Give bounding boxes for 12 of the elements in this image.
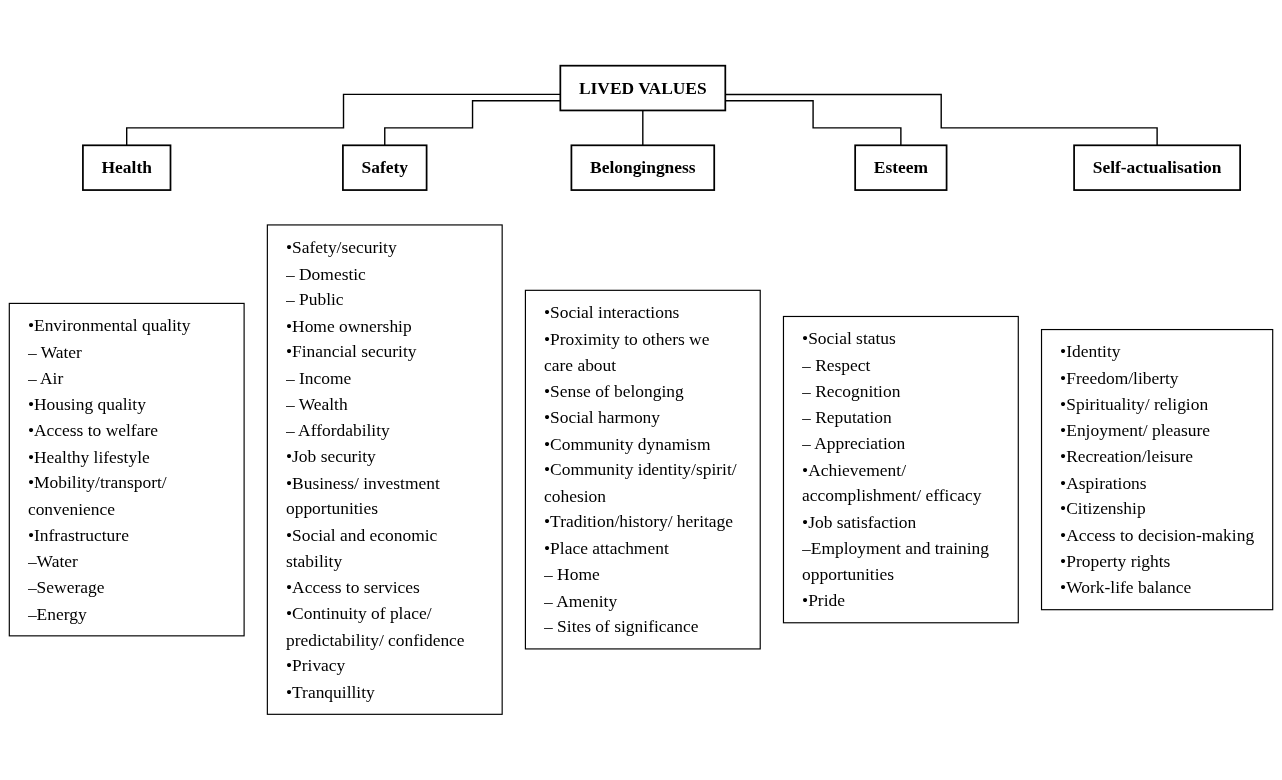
node-box: LIVED VALUES: [559, 64, 727, 112]
node-box: •Social interactions •Proximity to others we care about •Sense of belonging •Social harmony •Community dynamism •Community identity/spirit/ cohesion •Tradition/history/ heritage •Place attachment – Home – Amenity – Sites of significance: [524, 289, 761, 650]
node-box: •Identity •Freedom/liberty •Spirituality/ religion •Enjoyment/ pleasure •Recreation/leisure •Aspirations •Citizenship •Access to decision-making •Property rights •Work-life balance: [1040, 328, 1274, 611]
node-box: •Safety/security – Domestic – Public •Home ownership •Financial security – Income – Wealth – Affordability •Job security •Business/ investment opportunities •Social and economic stability •Access to services •Continuity of place/ predictability/ confidence •Privacy •Tranquillity: [266, 224, 503, 715]
node-box: Belongingness: [570, 144, 716, 191]
node-box: •Environmental quality – Water – Air •Housing quality •Access to welfare •Healthy lifestyle •Mobility/transport/ convenience •Infrastructure –Water –Sewerage –Energy: [8, 302, 245, 637]
node-box: Safety: [342, 144, 428, 191]
node-box: Health: [82, 144, 172, 191]
node-box: Self-actualisation: [1073, 144, 1241, 191]
node-box: •Social status – Respect – Recognition – Reputation – Appreciation •Achievement/ accomplishment/ efficacy •Job satisfaction –Employment and training opportunities •Pride: [782, 315, 1019, 624]
connector: [642, 109, 644, 146]
node-box: Esteem: [854, 144, 948, 191]
